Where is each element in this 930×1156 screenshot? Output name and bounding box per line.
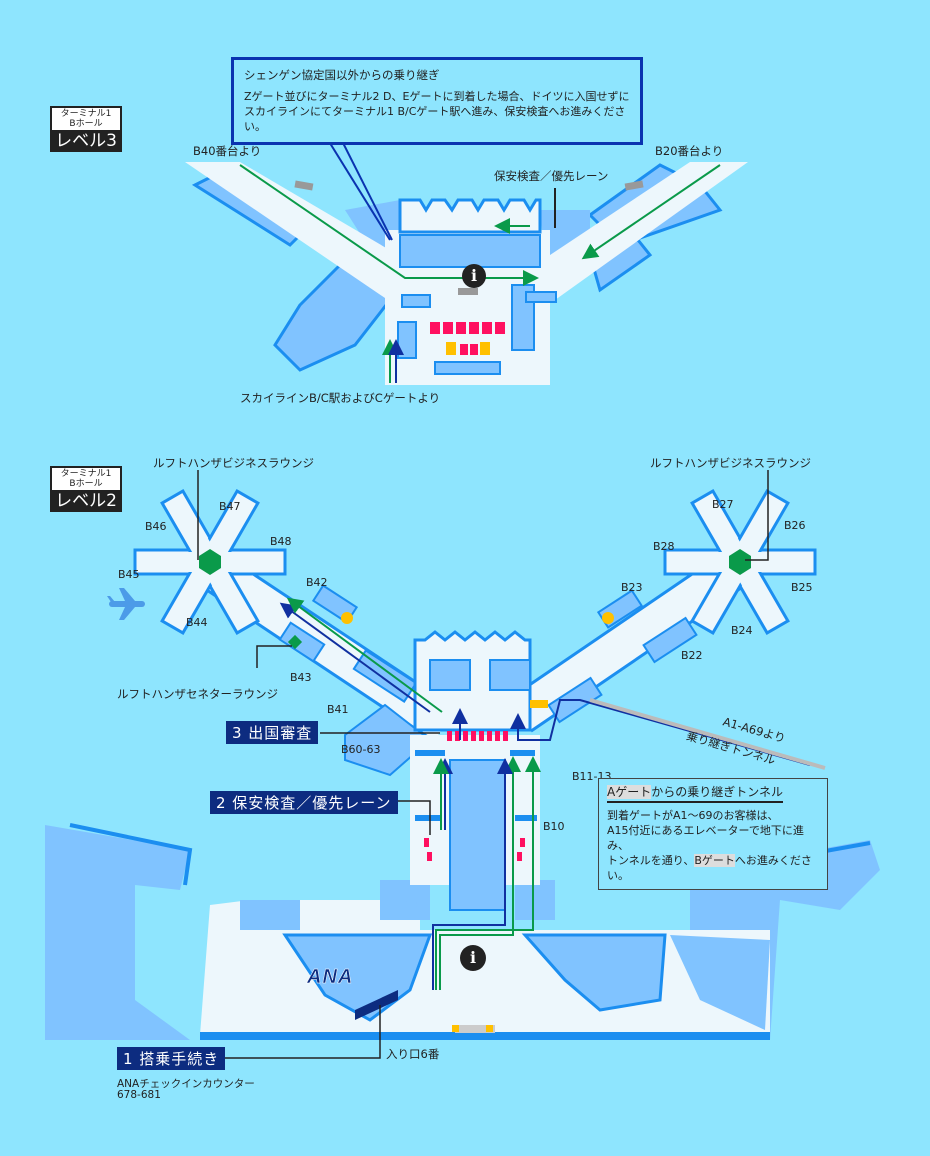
- gate-b48: B48: [270, 535, 292, 548]
- entrance-6-label: 入り口6番: [386, 1047, 440, 1061]
- callout-line: スカイラインにてターミナル1 B/Cゲート駅へ進み、保安検査へお進みください。: [244, 105, 626, 133]
- from-b40-label: B40番台より: [193, 144, 262, 158]
- gate-b42: B42: [306, 576, 328, 589]
- step1-checkin: 1 搭乗手続き: [117, 1047, 226, 1070]
- gate-b47: B47: [219, 500, 241, 513]
- security-lanes-level2: [424, 731, 525, 861]
- left-satellite: [133, 488, 287, 636]
- elevator-icon: [446, 342, 490, 355]
- gate-b27: B27: [712, 498, 734, 511]
- business-lounge-left-label: ルフトハンザビジネスラウンジ: [153, 456, 314, 470]
- schengen-transfer-callout: シェンゲン協定国以外からの乗り継ぎ Zゲート並びにターミナル2 D、Eゲートに到…: [231, 57, 643, 145]
- business-lounge-right-label: ルフトハンザビジネスラウンジ: [650, 456, 811, 470]
- level2-floorplan: [45, 470, 880, 1059]
- gate-b26: B26: [784, 519, 806, 532]
- tunnel-box-line: へお進みください。: [607, 854, 812, 882]
- gate-b22: B22: [681, 649, 703, 662]
- terminal-label: ターミナル1: [60, 469, 112, 479]
- callout-title: シェンゲン協定国以外からの乗り継ぎ: [244, 68, 440, 82]
- gate-b43: B43: [290, 671, 312, 684]
- tunnel-box-gate: Bゲート: [694, 854, 735, 867]
- escalator-icon: [458, 288, 478, 295]
- airplane-icon: [107, 588, 145, 620]
- level3-floorplan: [185, 126, 748, 385]
- gate-b44: B44: [186, 616, 208, 629]
- hall-label: Bホール: [69, 119, 103, 129]
- checkin-counter-label: ANAチェックインカウンター: [117, 1078, 255, 1090]
- gate-b24: B24: [731, 624, 753, 637]
- counter-numbers-label: 678-681: [117, 1089, 161, 1101]
- gate-b41: B41: [327, 703, 349, 716]
- gate-b28: B28: [653, 540, 675, 553]
- elevator-icon: [530, 700, 548, 708]
- info-icon: i: [460, 945, 486, 971]
- callout-line: Zゲート並びにターミナル2 D、Eゲートに到着した場合、ドイツに入国せずに: [244, 90, 630, 103]
- right-satellite: [663, 488, 817, 636]
- ana-logo: ANA: [307, 966, 354, 989]
- ana-counter: [355, 990, 398, 1020]
- gate-b46: B46: [145, 520, 167, 533]
- gate-b10: B10: [543, 820, 565, 833]
- tunnel-info-box: Aゲートからの乗り継ぎトンネル 到着ゲートがA1～69のお客様は、 A15付近に…: [598, 778, 828, 890]
- gate-b25: B25: [791, 581, 813, 594]
- gate-b60-63: B60-63: [341, 743, 381, 756]
- level-label: レベル3: [55, 131, 117, 151]
- gate-b45: B45: [118, 568, 140, 581]
- tunnel-box-title-gate: Aゲート: [607, 785, 652, 799]
- escalator-icon: [455, 1025, 495, 1033]
- lounge-icon: [729, 549, 751, 575]
- from-skyline-label: スカイラインB/C駅およびCゲートより: [240, 391, 441, 405]
- terminal-label: ターミナル1: [60, 109, 112, 119]
- security-label: 保安検査／優先レーン: [494, 169, 609, 183]
- security-lanes-level3: [430, 322, 505, 355]
- info-icon: i: [462, 264, 486, 288]
- step3-passport-control: 3 出国審査: [226, 721, 319, 744]
- tunnel-box-line: 到着ゲートがA1～69のお客様は、: [607, 809, 779, 822]
- lounge-icon: [199, 549, 221, 575]
- gate-b23: B23: [621, 581, 643, 594]
- hall-label: Bホール: [69, 479, 103, 489]
- from-b20-label: B20番台より: [655, 144, 724, 158]
- tunnel-box-title: からの乗り継ぎトンネル: [651, 785, 783, 799]
- tunnel-box-line: A15付近にあるエレベーターで地下に進み、: [607, 824, 804, 852]
- tunnel-box-line: トンネルを通り、: [607, 854, 695, 867]
- step2-security: 2 保安検査／優先レーン: [210, 791, 398, 814]
- level-label: レベル2: [55, 491, 117, 511]
- senator-lounge-label: ルフトハンザセネターラウンジ: [117, 687, 278, 701]
